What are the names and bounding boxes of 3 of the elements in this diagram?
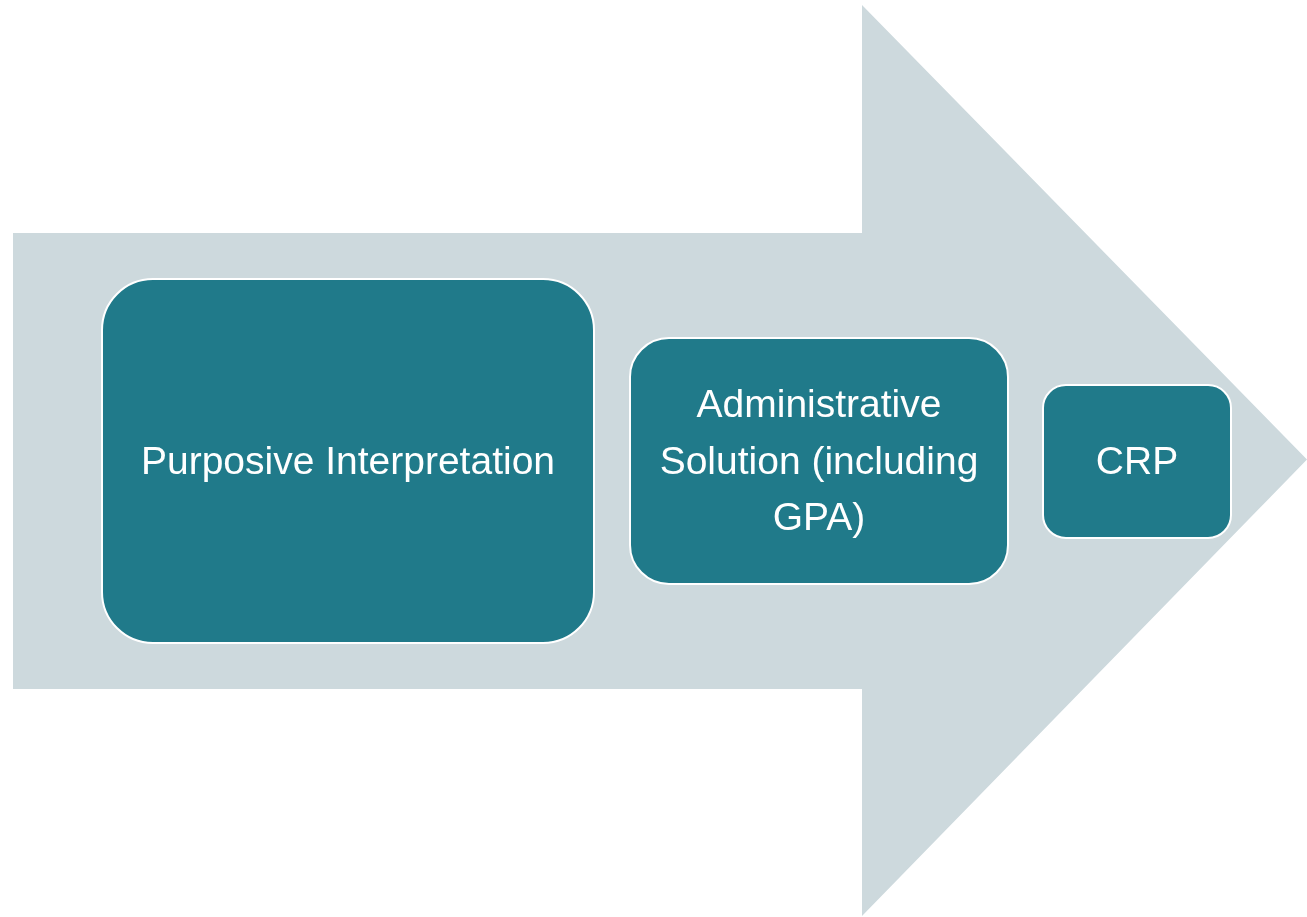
process-box: Purposive Interpretation (101, 278, 595, 644)
process-box: CRP (1042, 384, 1232, 539)
process-box: Administrative Solution (including GPA) (629, 337, 1009, 585)
